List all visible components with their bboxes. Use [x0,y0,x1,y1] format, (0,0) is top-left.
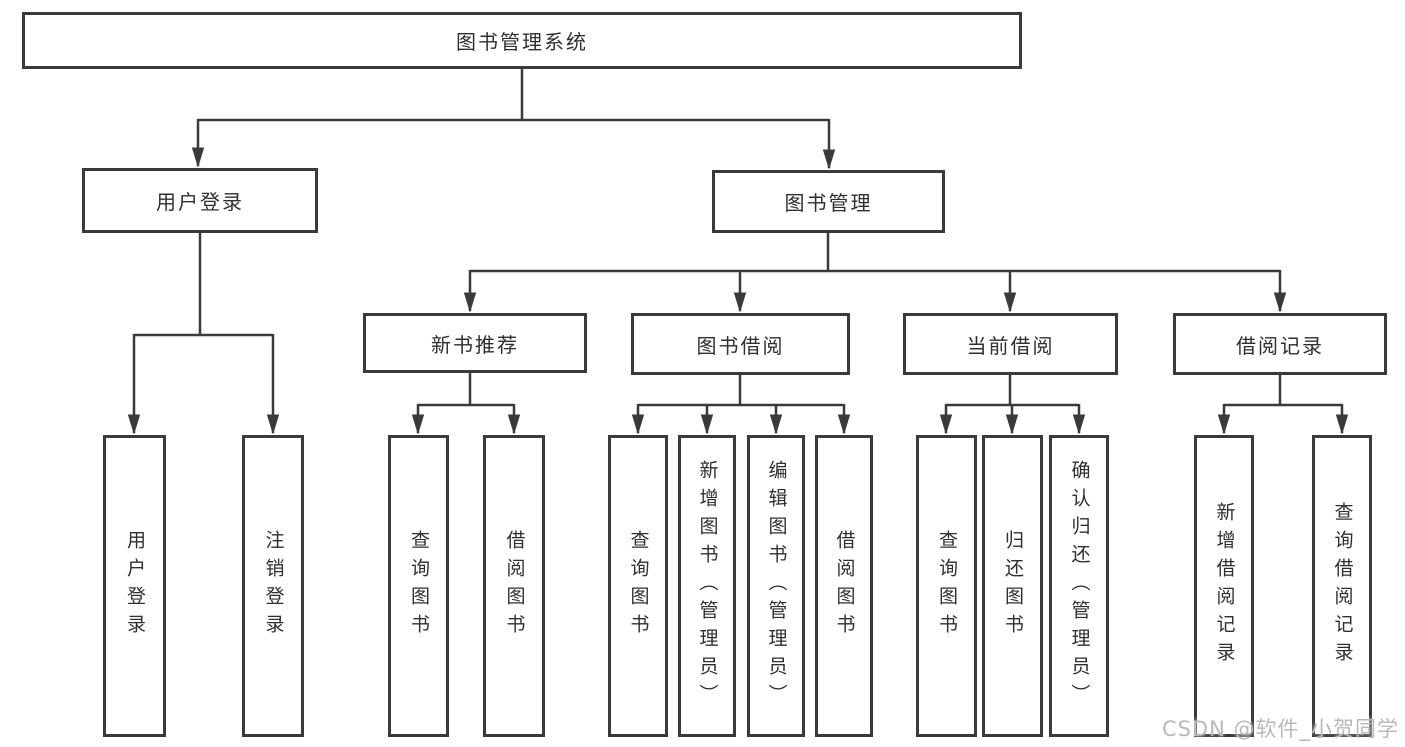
leaf-logout: 注销登录 [242,435,304,737]
leaf-query-books-recommend: 查询图书 [388,435,449,737]
leaf-user-login: 用户登录 [103,435,166,737]
leaf-query-books-borrow: 查询图书 [608,435,668,737]
leaf-add-borrow-record: 新增借阅记录 [1194,435,1254,737]
node-new-book-recommend: 新书推荐 [363,313,587,373]
node-borrow-records: 借阅记录 [1173,313,1387,375]
leaf-edit-books-admin: 编辑图书（管理员） [747,435,805,737]
leaf-add-books-admin: 新增图书（管理员） [678,435,736,737]
node-book-management: 图书管理 [712,170,945,233]
node-book-borrow: 图书借阅 [631,313,850,375]
node-current-borrow: 当前借阅 [903,313,1118,375]
leaf-query-borrow-record: 查询借阅记录 [1312,435,1372,737]
leaf-borrow-books: 借阅图书 [815,435,873,737]
leaf-return-books: 归还图书 [982,435,1043,737]
node-user-login: 用户登录 [82,168,318,233]
leaf-query-books-current: 查询图书 [916,435,977,737]
leaf-borrow-books-recommend: 借阅图书 [483,435,545,737]
csdn-watermark: CSDN @软件_小贺同学 [1161,717,1399,741]
leaf-confirm-return-admin: 确认归还（管理员） [1049,435,1109,737]
node-root-system: 图书管理系统 [22,12,1022,69]
